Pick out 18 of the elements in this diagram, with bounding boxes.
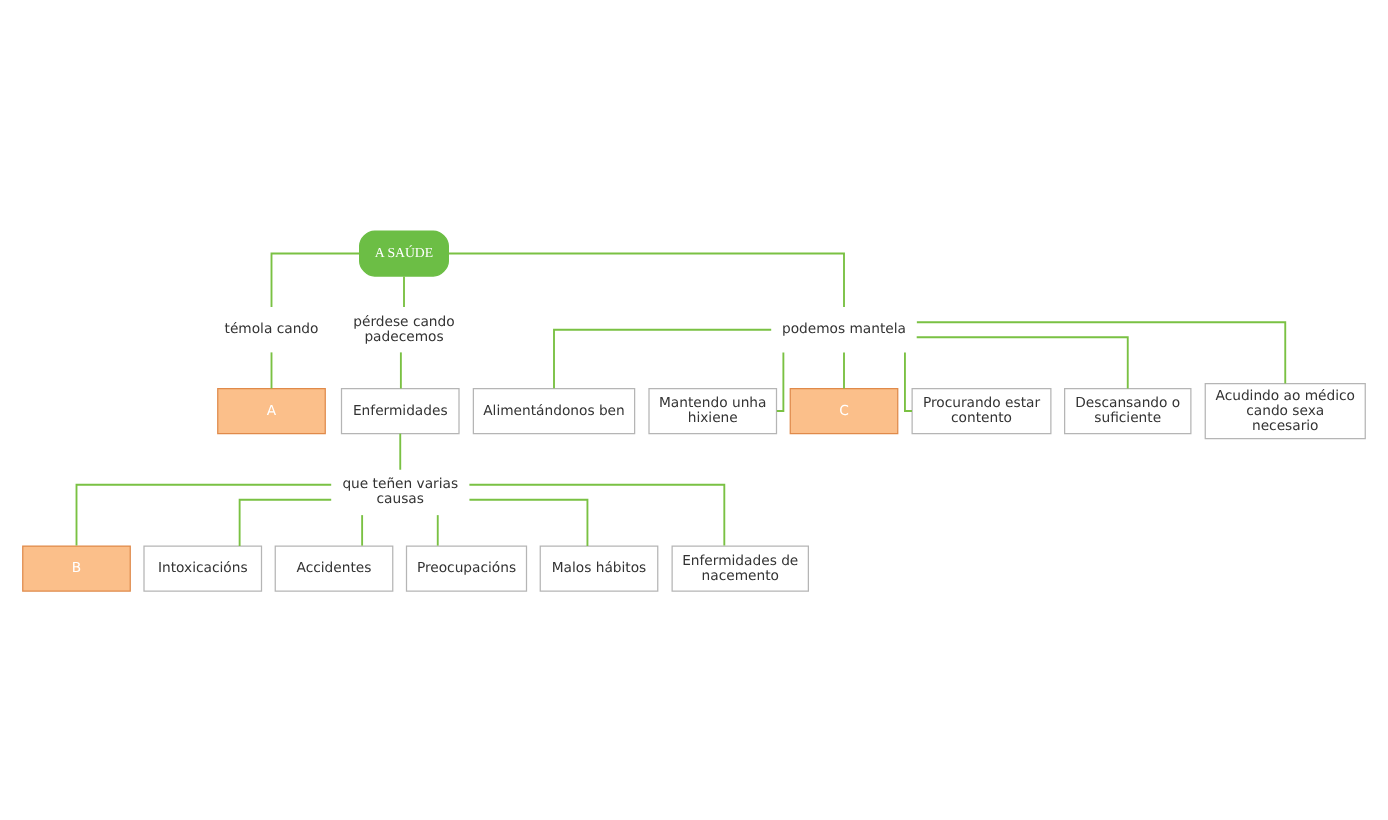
connector	[468, 482, 726, 546]
connector	[403, 274, 405, 307]
connector	[553, 327, 773, 389]
connector	[915, 335, 1129, 389]
connector	[843, 350, 845, 389]
connector	[399, 350, 402, 389]
connector	[447, 251, 845, 307]
connector	[270, 350, 273, 389]
connector	[436, 513, 439, 546]
connector	[270, 251, 361, 307]
connector	[361, 513, 364, 546]
connector	[399, 431, 402, 470]
connector	[75, 482, 333, 546]
connector	[468, 497, 589, 546]
connector	[238, 497, 333, 546]
connector	[904, 350, 913, 411]
connector	[915, 320, 1287, 384]
connector	[775, 350, 785, 411]
